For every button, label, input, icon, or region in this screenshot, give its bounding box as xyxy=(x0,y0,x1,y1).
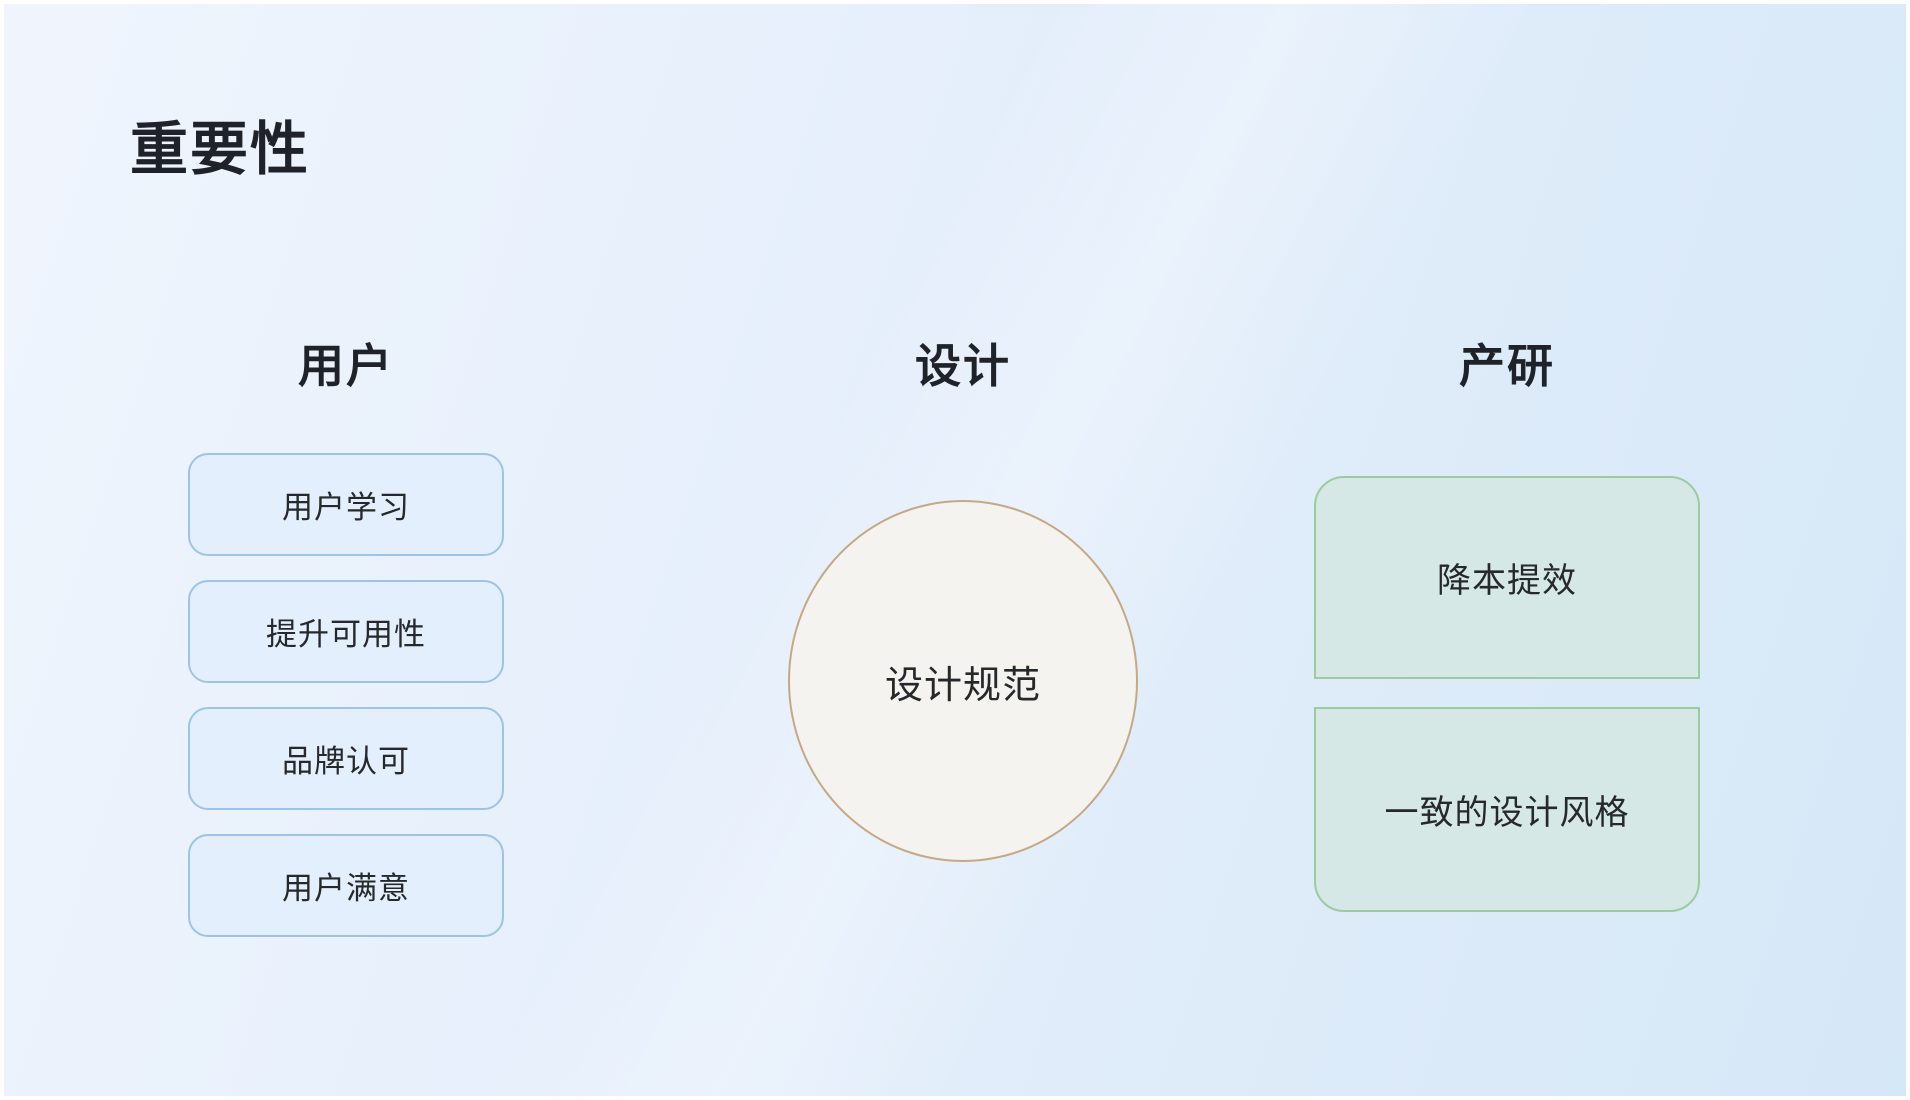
node-label: 降本提效 xyxy=(1437,562,1577,600)
node-design-spec-circle[interactable]: 设计规范 xyxy=(788,500,1138,862)
node-label: 用户学习 xyxy=(282,490,410,525)
node-consistent-design-style[interactable]: 一致的设计风格 xyxy=(1314,707,1700,912)
page-title: 重要性 xyxy=(130,117,311,182)
node-label: 设计规范 xyxy=(884,664,1041,707)
node-cost-reduction-efficiency[interactable]: 降本提效 xyxy=(1314,476,1700,679)
node-label: 用户满意 xyxy=(282,871,410,906)
column-header-users: 用户 xyxy=(298,340,394,392)
column-header-product: 产研 xyxy=(1459,340,1555,392)
column-header-design: 设计 xyxy=(915,340,1011,392)
node-brand-recognition[interactable]: 品牌认可 xyxy=(188,707,504,810)
node-label: 一致的设计风格 xyxy=(1384,794,1630,832)
node-label: 品牌认可 xyxy=(282,744,410,779)
node-improve-usability[interactable]: 提升可用性 xyxy=(188,580,504,683)
node-label: 提升可用性 xyxy=(266,617,426,652)
node-user-satisfaction[interactable]: 用户满意 xyxy=(188,834,504,937)
node-user-learning[interactable]: 用户学习 xyxy=(188,453,504,556)
